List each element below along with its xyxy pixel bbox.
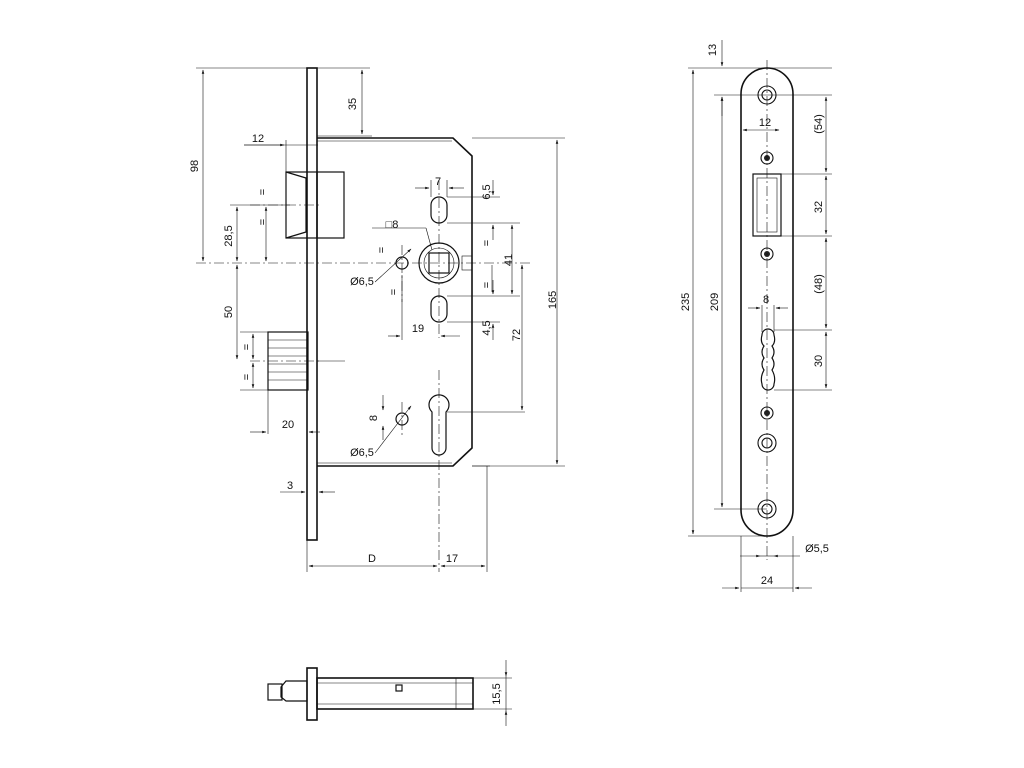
dim-equal-2: =: [257, 219, 269, 225]
bottom-latch: [280, 680, 308, 702]
dim-12: 12: [252, 133, 264, 145]
lock-case: [317, 137, 473, 467]
dim-7: 7: [435, 176, 441, 188]
bottom-view: 15,5: [267, 660, 512, 726]
dim-35: 35: [347, 98, 359, 110]
dim-48: (48): [813, 274, 825, 294]
dim-equal-3: =: [481, 240, 493, 246]
bottom-deadbolt: [267, 683, 283, 701]
dim-8: 8: [368, 415, 380, 421]
cylinder-keyhole: [428, 394, 450, 456]
bottom-forend: [306, 667, 318, 721]
dim-equal-6: =: [241, 374, 253, 380]
dim-165: 165: [547, 291, 559, 309]
dim-diameter-6-5-top: Ø6,5: [350, 276, 374, 288]
dim-41: 41: [503, 254, 515, 266]
dim-equal-8: =: [388, 289, 400, 295]
dim-diameter-5-5: Ø5,5: [805, 543, 829, 555]
dim-19: 19: [412, 323, 424, 335]
dim-15-5: 15,5: [491, 683, 503, 704]
dim-24: 24: [761, 575, 773, 587]
forend-plate: [306, 67, 318, 541]
dim-30: 30: [813, 355, 825, 367]
dim-faceplate-12: 12: [759, 117, 771, 129]
dim-50: 50: [223, 306, 235, 318]
dim-209: 209: [709, 293, 721, 311]
bottom-case: [316, 677, 474, 710]
dim-28-5: 28,5: [223, 225, 235, 246]
dim-32: 32: [813, 201, 825, 213]
dim-4-5: 4,5: [481, 320, 493, 335]
dim-72: 72: [511, 329, 523, 341]
dim-54: (54): [813, 114, 825, 134]
dim-235: 235: [680, 293, 692, 311]
dim-square-8: □8: [386, 219, 399, 231]
front-view: 98 35 12 7 6,5 □8 28,5 Ø6,5 41 50 19 4,5…: [189, 67, 565, 572]
dim-6-5: 6,5: [481, 184, 493, 199]
dim-D: D: [368, 553, 376, 565]
dim-3: 3: [287, 480, 293, 492]
dim-equal-4: =: [481, 282, 493, 288]
dim-20: 20: [282, 419, 294, 431]
dim-diameter-6-5-bottom: Ø6,5: [350, 447, 374, 459]
dim-equal-7: =: [376, 247, 388, 253]
deadbolt-opening: [760, 328, 776, 391]
dim-equal-1: =: [257, 189, 269, 195]
dim-13: 13: [707, 44, 719, 56]
faceplate-view: 13 (54) 12 32 235 209 (48) 8 30 Ø5,5 24: [680, 40, 832, 592]
dim-equal-5: =: [241, 344, 253, 350]
dim-17: 17: [446, 553, 458, 565]
dim-98: 98: [189, 160, 201, 172]
dim-faceplate-8: 8: [763, 294, 769, 306]
